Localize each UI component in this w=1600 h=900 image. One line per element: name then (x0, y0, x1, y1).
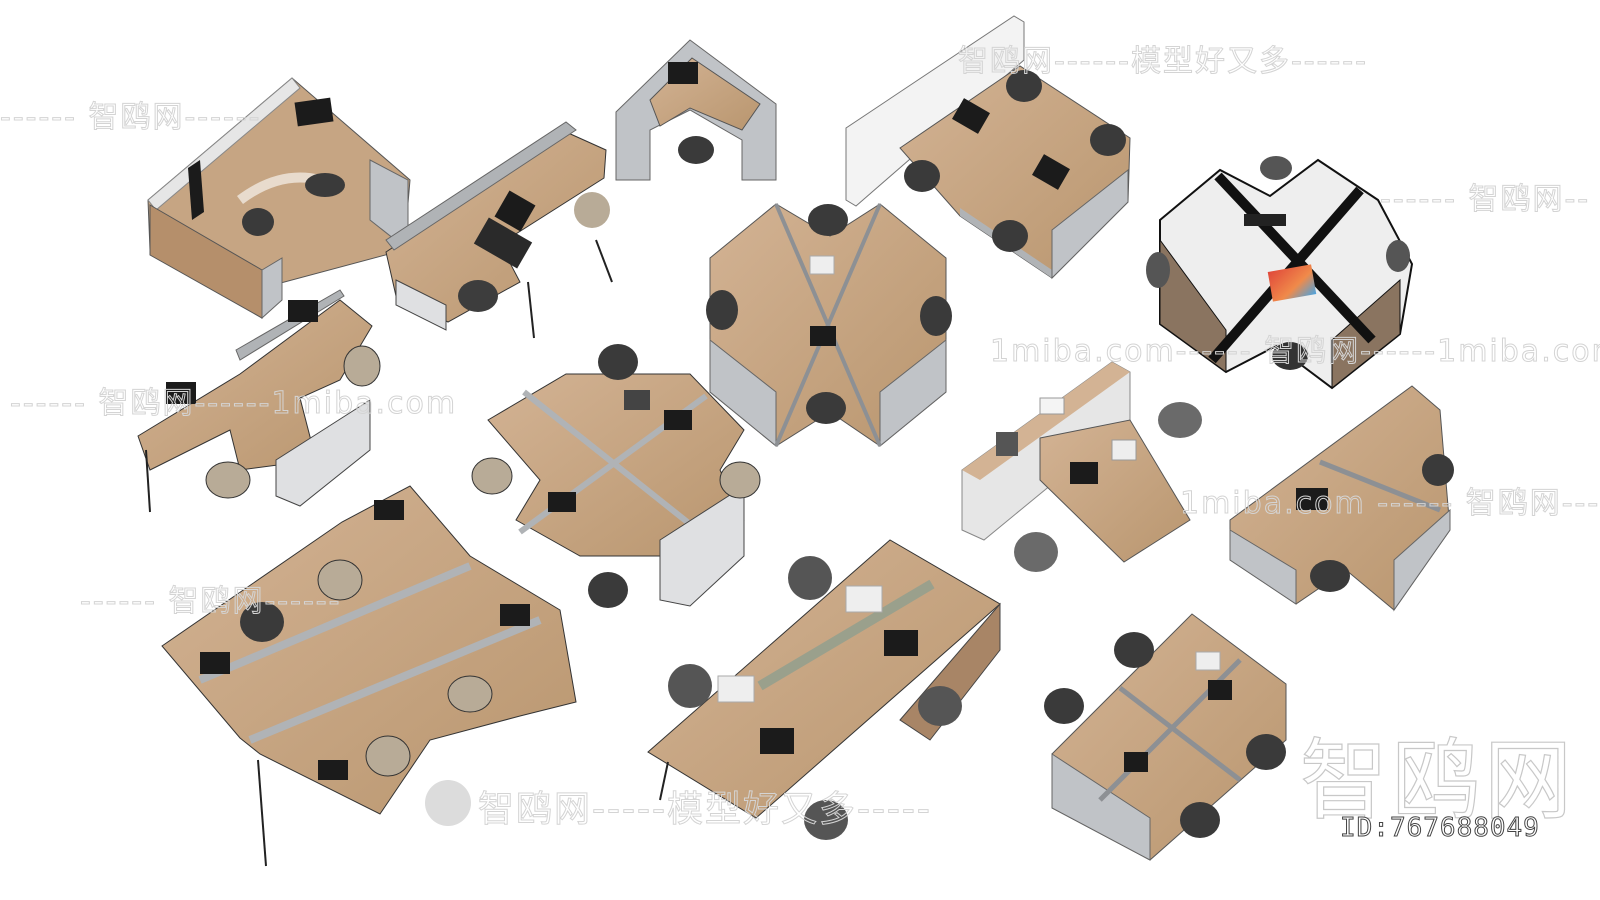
watermark-right-middle: 1miba.com------ 智鸥网------1miba.com (990, 334, 1600, 370)
watermark-bottom-line: 智鸥网-----模型好又多----- (478, 789, 932, 831)
watermark-left-middle: ------ 智鸥网------1miba.com (9, 386, 458, 422)
watermark-left-lower: ------ 智鸥网------ (79, 584, 342, 620)
four-person-cubicle-bottom-right (1044, 613, 1287, 861)
model-id-label: ID:767688049 (1340, 813, 1540, 844)
single-corner-cubicle-top (615, 39, 777, 181)
black-white-4-person-round-cluster (1146, 156, 1414, 390)
watermark-right-lower: 1miba.com ------ 智鸥网------ (1180, 486, 1600, 522)
watermark-right-upper: ------ 智鸥网-- (1379, 182, 1591, 218)
shelf-backed-4-person-cubicles (845, 15, 1131, 280)
watermark-top-line: 智鸥网------模型好又多------ (958, 44, 1368, 80)
four-person-bench-bottom-center (647, 539, 1001, 840)
manager-desk-with-side-cabinet (961, 361, 1202, 572)
four-person-cross-cubicle-center (706, 203, 952, 448)
l-shaped-double-cubicle-top-left (147, 77, 411, 320)
brand-logo-icon (425, 780, 471, 826)
six-desk-bench-bottom-left (161, 485, 577, 867)
l-desk-pair-with-cabinets (385, 121, 613, 339)
watermark-big-brand: 智鸥网 (1299, 728, 1577, 832)
watermark-left-upper: ------ 智鸥网------ (0, 100, 262, 136)
four-person-cross-desk-center-left (471, 344, 761, 608)
corner-double-cubicle-right (1229, 385, 1454, 612)
l-desk-pair-left (137, 289, 381, 513)
